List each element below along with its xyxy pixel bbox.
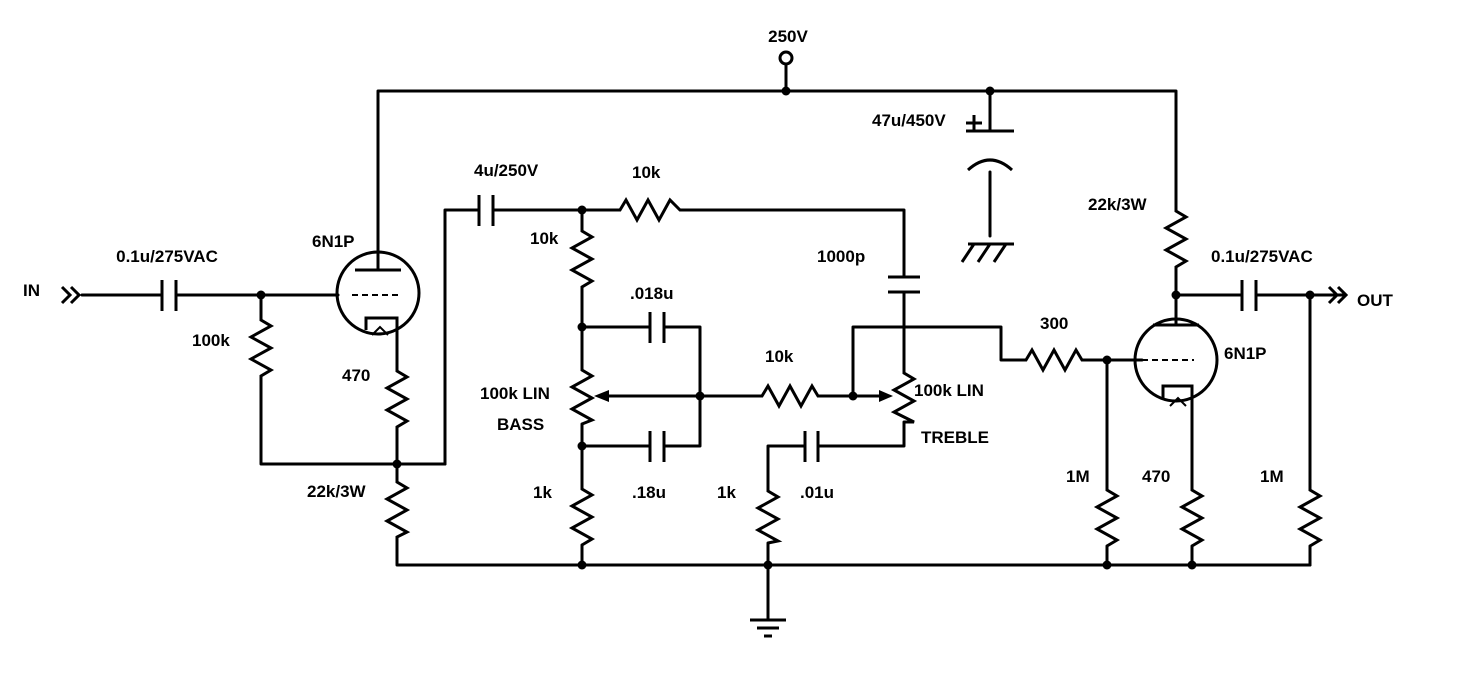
resistor-22k-plate — [1162, 205, 1190, 271]
resistor-300-grid-stopper — [1022, 346, 1088, 374]
stack-bottom-resistor-label: 1k — [533, 483, 552, 502]
resistors — [247, 196, 1324, 548]
coupling-cap-label: 4u/250V — [474, 161, 539, 180]
tube-1-label: 6N1P — [312, 232, 355, 251]
resistor-1k-stack — [568, 483, 596, 547]
resistor-1m-grid — [1093, 484, 1121, 548]
series-resistor-label: 10k — [632, 163, 661, 182]
supply-voltage-label: 250V — [768, 27, 808, 46]
cap-bass-top — [648, 312, 666, 343]
resistor-1m-output — [1296, 484, 1324, 548]
resistor-470-cathode — [383, 366, 411, 432]
output-arrow-icon — [1327, 285, 1349, 305]
tube-1-envelope — [335, 250, 421, 336]
treble-shunt-cap-label: .01u — [800, 483, 834, 502]
supply-terminal-icon — [778, 50, 794, 66]
cap-filter-curve — [966, 158, 1014, 172]
stack-top-resistor-label: 10k — [530, 229, 559, 248]
earth-ground-icon — [750, 618, 786, 638]
capacitors — [160, 115, 1258, 462]
input-arrow-icon — [60, 285, 82, 305]
resistor-470-cathode-2 — [1178, 484, 1206, 548]
pot-bass — [568, 364, 596, 426]
cap-treble-shunt — [803, 431, 820, 462]
labels: 250V IN OUT 0.1u/275VAC 6N1P 100k 470 22… — [23, 27, 1394, 502]
pot-bass-wiper-arrow — [594, 390, 609, 402]
resistor-10k-stack — [568, 225, 596, 291]
input-label: IN — [23, 281, 40, 300]
filter-cap-label: 47u/450V — [872, 111, 946, 130]
bass-pot-name-label: BASS — [497, 415, 544, 434]
tube-1-cathode — [364, 316, 399, 330]
cap-input — [160, 280, 178, 311]
resistor-1k-treble — [754, 486, 783, 545]
pot-treble — [890, 367, 918, 424]
output-cap-label: 0.1u/275VAC — [1211, 247, 1313, 266]
resistor-22k-load — [383, 478, 411, 539]
tube-1 — [335, 250, 421, 336]
input-cap-label: 0.1u/275VAC — [116, 247, 218, 266]
bass-bottom-cap-label: .18u — [632, 483, 666, 502]
treble-cap-label: 1000p — [817, 247, 865, 266]
treble-pot-value-label: 100k LIN — [914, 381, 984, 400]
mid-resistor-label: 10k — [765, 347, 794, 366]
chassis-ground-icon — [960, 242, 1014, 263]
cathode-2-resistor-label: 470 — [1142, 467, 1170, 486]
grid-stopper-label: 300 — [1040, 314, 1068, 333]
resistor-100k-grid — [247, 314, 275, 379]
tube-1-heater — [371, 325, 389, 336]
junctions — [256, 86, 1315, 570]
cap-treble — [888, 275, 920, 294]
pot-treble-wiper-arrow — [879, 390, 893, 402]
bass-pot-value-label: 100k LIN — [480, 384, 550, 403]
bass-top-cap-label: .018u — [630, 284, 673, 303]
wires — [80, 62, 1347, 622]
cathode-resistor-label: 470 — [342, 366, 370, 385]
output-resistor-label: 1M — [1260, 467, 1284, 486]
grid-2-resistor-label: 1M — [1066, 467, 1090, 486]
resistor-10k-series — [614, 196, 686, 224]
tube-2-cathode — [1161, 384, 1194, 400]
grounds — [750, 242, 1014, 638]
potentiometers — [568, 364, 918, 426]
plate-resistor-label: 22k/3W — [1088, 195, 1148, 214]
tube-2-label: 6N1P — [1224, 344, 1267, 363]
terminals — [60, 50, 1349, 305]
load-resistor-label: 22k/3W — [307, 482, 367, 501]
resistor-10k-mid — [757, 382, 820, 410]
treble-bottom-resistor-label: 1k — [717, 483, 736, 502]
tube-2 — [1133, 317, 1219, 407]
treble-pot-name-label: TREBLE — [921, 428, 989, 447]
cap-bass-bottom — [648, 431, 666, 462]
cap-coupling — [477, 195, 495, 226]
cap-output — [1240, 280, 1258, 311]
cap-filter-plus — [966, 115, 982, 131]
grid-resistor-label: 100k — [192, 331, 230, 350]
output-label: OUT — [1357, 291, 1394, 310]
tube-2-heater — [1169, 396, 1187, 407]
